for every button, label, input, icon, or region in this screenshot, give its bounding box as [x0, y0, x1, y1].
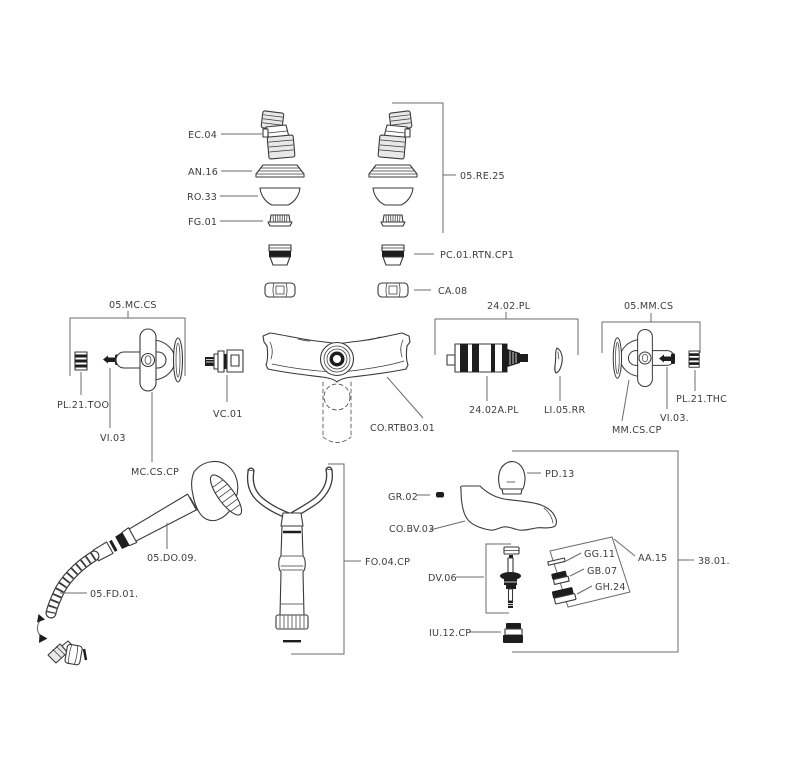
gasket-gh24: [551, 587, 577, 605]
retaining-clip: [554, 347, 563, 374]
seal-kit-box: [549, 536, 631, 608]
diverter-assembly: [500, 546, 521, 608]
hex-nut-right: [377, 282, 409, 298]
label-gr02: GR.02: [388, 492, 418, 503]
flange-right: [368, 164, 418, 178]
union-assembly-right-column: [368, 110, 418, 298]
label-vi03-left: VI.03: [100, 433, 126, 444]
label-fg01: FG.01: [188, 217, 217, 228]
label-gh24: GH.24: [595, 582, 626, 593]
faucet-body: [262, 332, 411, 443]
escutcheon-cup-right: [372, 187, 414, 206]
label-pl21too: PL.21.TOO: [57, 400, 109, 411]
label-ro33: RO.33: [187, 192, 217, 203]
bracket-dv06: [485, 543, 511, 614]
shower-hose: [45, 550, 100, 619]
bracket-mccs: [69, 311, 186, 376]
bracket-fo04cp: [291, 463, 361, 655]
tub-spout: [460, 485, 557, 531]
escutcheon-cup-left: [259, 187, 301, 206]
hose-connector: [47, 640, 88, 666]
seal-gb07: [551, 570, 570, 585]
label-2402apl: 24.02A.PL: [469, 405, 519, 416]
label-mccs: 05.MC.CS: [109, 300, 157, 311]
label-li05rr: LI.05.RR: [544, 405, 586, 416]
label-ec04: EC.04: [188, 130, 217, 141]
flange-left: [255, 164, 305, 178]
valve-cartridge-vc01: [205, 349, 244, 373]
bracket-mmcs: [601, 313, 701, 353]
detach-arrow: [36, 614, 48, 643]
diverter-knob: [498, 461, 526, 495]
label-fo04cp: FO.04.CP: [365, 557, 410, 568]
label-cobv03: CO.BV.03: [389, 524, 434, 535]
hex-nut-left: [264, 282, 296, 298]
shower-face: [209, 474, 243, 516]
bracket-3801: [512, 450, 694, 653]
knurled-ring-right: [380, 214, 406, 227]
stud-pl21too: [74, 351, 88, 371]
label-do09: 05.DO.09.: [147, 553, 197, 564]
label-2402pl: 24.02.PL: [487, 301, 531, 312]
label-pc01: PC.01.RTN.CP1: [440, 250, 514, 261]
bush-left: [268, 244, 292, 266]
bush-right: [381, 244, 405, 266]
knurled-ring-left: [267, 214, 293, 227]
label-vc01: VC.01: [213, 409, 243, 420]
label-mmcscp: MM.CS.CP: [612, 425, 662, 436]
label-iu12cp: IU.12.CP: [429, 628, 471, 639]
eccentric-union-right: [377, 110, 413, 160]
shower-cradle: [246, 466, 333, 643]
label-fd01: 05.FD.01.: [90, 589, 138, 600]
label-ca08: CA.08: [438, 286, 467, 297]
grub-screw: [436, 492, 444, 498]
label-3801: 38.01.: [698, 556, 730, 567]
aerator-nut: [503, 623, 523, 643]
label-an16: AN.16: [188, 167, 218, 178]
label-body: CO.RTB03.01: [370, 423, 435, 434]
label-re25: 05.RE.25: [460, 171, 505, 182]
label-dv06: DV.06: [428, 573, 457, 584]
eccentric-union-left: [260, 110, 296, 160]
label-gb07: GB.07: [587, 566, 617, 577]
seal-pin-gg11: [547, 557, 566, 566]
hand-shower: [92, 460, 243, 562]
label-pl21thc: PL.21.THC: [676, 394, 727, 405]
faucet-body-tailpiece: [322, 381, 352, 443]
label-aa15: AA.15: [638, 553, 667, 564]
cross-handle-left: [115, 328, 184, 392]
stud-pl21thc: [688, 350, 700, 368]
thermostatic-cartridge: [446, 343, 528, 373]
label-pd13: PD.13: [545, 469, 574, 480]
label-gg11: GG.11: [584, 549, 615, 560]
label-vi03-right: VI.03.: [660, 413, 689, 424]
bracket-2402pl: [434, 312, 579, 355]
label-mccscp: MC.CS.CP: [131, 467, 179, 478]
bracket-re25: [392, 102, 456, 233]
label-mmcs: 05.MM.CS: [624, 301, 673, 312]
union-assembly-left-column: [255, 110, 305, 298]
